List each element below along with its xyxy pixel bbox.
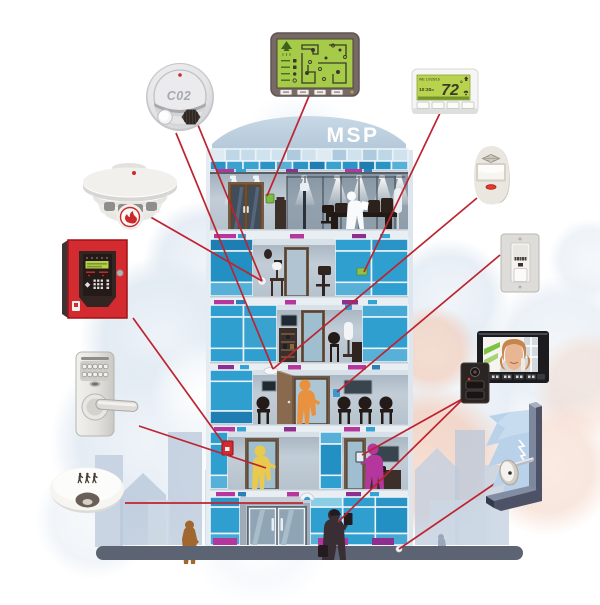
svg-text:MSP: MSP <box>326 124 379 147</box>
svg-text:C02: C02 <box>167 89 191 103</box>
svg-text:10:30: 10:30 <box>419 87 432 93</box>
svg-text:°: ° <box>460 80 463 88</box>
svg-text:72: 72 <box>441 82 459 99</box>
svg-text:AM: AM <box>430 88 435 92</box>
svg-text:WE 10/26/16: WE 10/26/16 <box>419 78 440 82</box>
